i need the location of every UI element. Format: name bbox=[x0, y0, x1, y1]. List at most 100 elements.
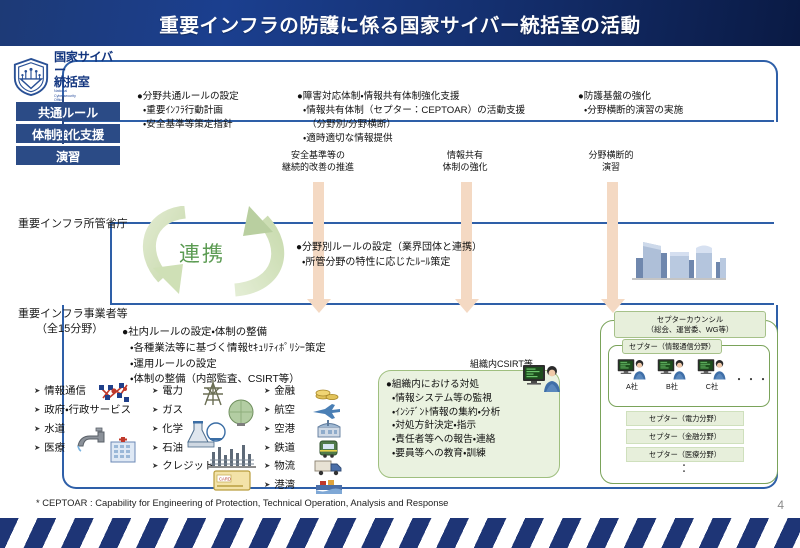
row-label-ministry: 重要インフラ所管省庁 bbox=[18, 218, 128, 230]
operator-bullets: ●社内ルールの設定・体制の整備 ・各種業法等に基づく情報ｾｷｭﾘﾃｨﾎﾟﾘｼｰ策… bbox=[122, 325, 382, 388]
hospital-icon bbox=[110, 437, 136, 463]
operator-item-2: ・体制の整備（内部監査、CSIRT等） bbox=[130, 374, 300, 386]
ceptoar-firm-name: A社 bbox=[626, 382, 638, 391]
row-label-operator: 重要インフラ事業者等 bbox=[18, 308, 128, 320]
logo-line2: 統括室 bbox=[54, 75, 90, 89]
footer-stripes bbox=[0, 518, 800, 548]
chemical-plant-icon bbox=[187, 421, 226, 448]
ceptoar-firm-list: A社 B社 bbox=[614, 357, 770, 392]
ceptoar-council-line2: （総会、運営委、WG等） bbox=[646, 324, 734, 334]
ministry-left-edge bbox=[110, 222, 112, 304]
refinery-icon bbox=[208, 445, 256, 468]
sector-item: 電力 bbox=[152, 384, 250, 401]
band-divider-3 bbox=[110, 303, 774, 305]
ministry-bullets: ●分野別ルールの設定（業界団体と連携） ・所管分野の特性に応じたﾙｰﾙ策定 bbox=[296, 240, 596, 270]
flow-arrow-2-head bbox=[454, 299, 479, 313]
sector-item: 政府・行政サービス bbox=[34, 403, 138, 420]
train-icon bbox=[319, 440, 338, 458]
title-bar: 重要インフラの防護に係る国家サイバー統括室の活動 bbox=[0, 0, 800, 46]
policy-tag-stack: 共通ルール 体制強化支援 演習 bbox=[12, 102, 124, 168]
flow-arrow-1-head bbox=[306, 299, 331, 313]
top-group-common-rules: ●分野共通ルールの設定 ・重要ｲﾝﾌﾗ行動計画 ・安全基準等策定指針 bbox=[137, 90, 297, 132]
group2-heading: ●障害対応体制・情報共有体制強化支援 bbox=[297, 91, 460, 102]
logo-wordmark: 国家サイバー 統括室 National Cybersecurity Office bbox=[54, 51, 124, 103]
flow-arrow-3-head bbox=[600, 299, 625, 313]
ceptoar-council-line1: セプターカウンシル bbox=[656, 314, 724, 324]
sector-item: 医療 bbox=[34, 441, 138, 458]
nco-row-frame bbox=[62, 60, 778, 122]
group3-heading: ●防護基盤の強化 bbox=[578, 91, 651, 102]
operator-item-1: ・運用ルールの設定 bbox=[130, 358, 217, 370]
sector-item: 金融 bbox=[264, 384, 350, 401]
ceptoar-group-title: セプター（情報通信分野） bbox=[622, 339, 723, 354]
coins-icon bbox=[315, 389, 339, 400]
ministry-heading: ●分野別ルールの設定（業界団体と連携） bbox=[296, 242, 483, 253]
ceptoar-firm-name: B社 bbox=[666, 382, 678, 391]
sector-item: 化学 bbox=[152, 422, 250, 439]
tag-exercise[interactable]: 演習 bbox=[16, 146, 120, 165]
sector-item: 港湾 bbox=[264, 478, 350, 495]
operator-at-computer-icon bbox=[523, 365, 560, 392]
top-group-incident-support: ●障害対応体制・情報共有体制強化支援 ・情報共有体制（セプター：CEPTOAR）… bbox=[297, 90, 577, 146]
operator-item-0: ・各種業法等に基づく情報ｾｷｭﾘﾃｨﾎﾟﾘｼｰ策定 bbox=[130, 342, 326, 354]
flow-arrow-2 bbox=[454, 182, 479, 313]
sector-item: ガス bbox=[152, 403, 250, 420]
group2-item-0: ・情報共有体制（セプター：CEPTOAR）の活動支援 bbox=[303, 104, 526, 116]
ceptoar-council-box: セプターカウンシル （総会、運営委、WG等） bbox=[614, 311, 766, 338]
arrow-label-3: 分野横断的 演習 bbox=[588, 150, 634, 172]
group1-item-1: ・安全基準等策定指針 bbox=[143, 118, 233, 130]
csirt-heading: ●組織内における対処 bbox=[386, 379, 480, 390]
pylon-icon bbox=[203, 380, 223, 406]
tag-capacity-support[interactable]: 体制強化支援 bbox=[16, 124, 120, 143]
operator-at-computer-icon bbox=[697, 359, 726, 380]
credit-card-icon: CARD bbox=[213, 470, 251, 491]
airport-icon bbox=[317, 420, 341, 438]
csirt-item-0: ・情報システム等の監視 bbox=[392, 392, 492, 404]
tag-common-rules[interactable]: 共通ルール bbox=[16, 102, 120, 121]
csirt-item-4: ・要員等への教育・訓練 bbox=[392, 447, 486, 459]
csirt-item-1: ・ｲﾝｼﾃﾞﾝﾄ情報の集約・分析 bbox=[392, 406, 501, 418]
sector-list: 情報通信 政府・行政サービス 水道 医療 bbox=[34, 380, 350, 495]
sector-column-3: 金融 航空 空港 鉄道 物流 港湾 bbox=[264, 384, 350, 495]
sector-column-1: 情報通信 政府・行政サービス 水道 医療 bbox=[34, 383, 138, 495]
ceptoar-firm: A社 bbox=[614, 357, 650, 392]
svg-text:CARD: CARD bbox=[219, 477, 231, 482]
ceptoar-sector-power: セプター（電力分野） bbox=[626, 411, 744, 426]
cooperation-cycle: 連携 bbox=[123, 206, 303, 302]
operator-at-computer-icon bbox=[617, 359, 646, 380]
csirt-item-2: ・対処方針決定・指示 bbox=[392, 420, 477, 432]
row-sublabel-operator: （全15分野） bbox=[36, 323, 104, 335]
office-buildings-icon bbox=[632, 242, 726, 280]
group3-item-0: ・分野横断的演習の実施 bbox=[584, 104, 684, 116]
sector-item: 航空 bbox=[264, 403, 350, 420]
sector-column-2: 電力 ガス 化学 石油 クレジット bbox=[152, 380, 256, 495]
nco-logo-block: 国家サイバー 統括室 National Cybersecurity Office… bbox=[12, 51, 124, 168]
flow-arrow-3 bbox=[600, 182, 625, 313]
ministry-item-0: ・所管分野の特性に応じたﾙｰﾙ策定 bbox=[302, 257, 451, 268]
ceptoar-firms-more: ・・・ bbox=[734, 375, 770, 386]
port-icon bbox=[316, 480, 342, 494]
ceptoar-sector-finance: セプター（金融分野） bbox=[626, 429, 744, 444]
circular-arrows-icon bbox=[142, 206, 285, 297]
sector-item: 物流 bbox=[264, 459, 350, 476]
tag-stack-connector bbox=[62, 118, 64, 144]
ceptoar-sector-medical: セプター（医療分野） bbox=[626, 447, 744, 462]
sector-item: 情報通信 bbox=[34, 384, 138, 401]
logo-connector-line bbox=[62, 96, 64, 108]
page-title: 重要インフラの防護に係る国家サイバー統括室の活動 bbox=[159, 14, 641, 37]
operator-heading: ●社内ルールの設定・体制の整備 bbox=[122, 327, 267, 338]
truck-icon bbox=[314, 460, 342, 476]
sector-item: 空港 bbox=[264, 422, 350, 439]
group2-item-2: ・適時適切な情報提供 bbox=[303, 132, 393, 144]
logo-english: National Cybersecurity Office bbox=[54, 89, 76, 103]
network-icon bbox=[99, 383, 129, 402]
ceptoar-more-dots: ・ ・ bbox=[680, 461, 688, 477]
group1-item-0: ・重要ｲﾝﾌﾗ行動計画 bbox=[143, 104, 224, 116]
csirt-bullets: ●組織内における対処 ・情報システム等の監視 ・ｲﾝｼﾃﾞﾝﾄ情報の集約・分析 … bbox=[379, 371, 559, 461]
csirt-item-3: ・責任者等への報告・連絡 bbox=[392, 434, 496, 446]
ceptoar-firm: C社 bbox=[694, 357, 730, 392]
group1-heading: ●分野共通ルールの設定 bbox=[137, 91, 239, 102]
airplane-icon bbox=[313, 404, 340, 419]
gas-tank-icon bbox=[228, 399, 254, 426]
